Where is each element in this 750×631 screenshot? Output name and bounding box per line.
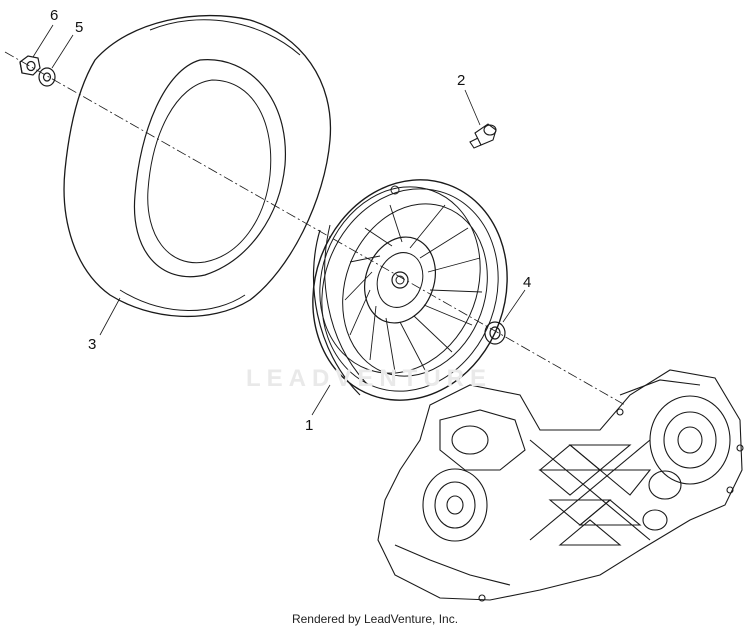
- wheel-rim: [312, 179, 508, 401]
- leader-lines: [32, 24, 526, 416]
- engine-casing: [377, 369, 744, 602]
- tire: [63, 14, 332, 318]
- callout-3: 3: [88, 336, 97, 353]
- bolt: [469, 123, 497, 149]
- nut: [19, 55, 41, 76]
- seal-ring: [484, 321, 506, 345]
- callout-6: 6: [50, 7, 59, 24]
- rendered-by-footer: Rendered by LeadVenture, Inc.: [291, 612, 459, 626]
- callout-1: 1: [305, 417, 314, 434]
- callout-2: 2: [457, 72, 466, 89]
- axis-centerline: [4, 51, 626, 406]
- washer: [38, 67, 56, 87]
- callout-4: 4: [523, 274, 532, 291]
- watermark: LEADVENTURE: [246, 365, 493, 392]
- callout-5: 5: [75, 19, 84, 36]
